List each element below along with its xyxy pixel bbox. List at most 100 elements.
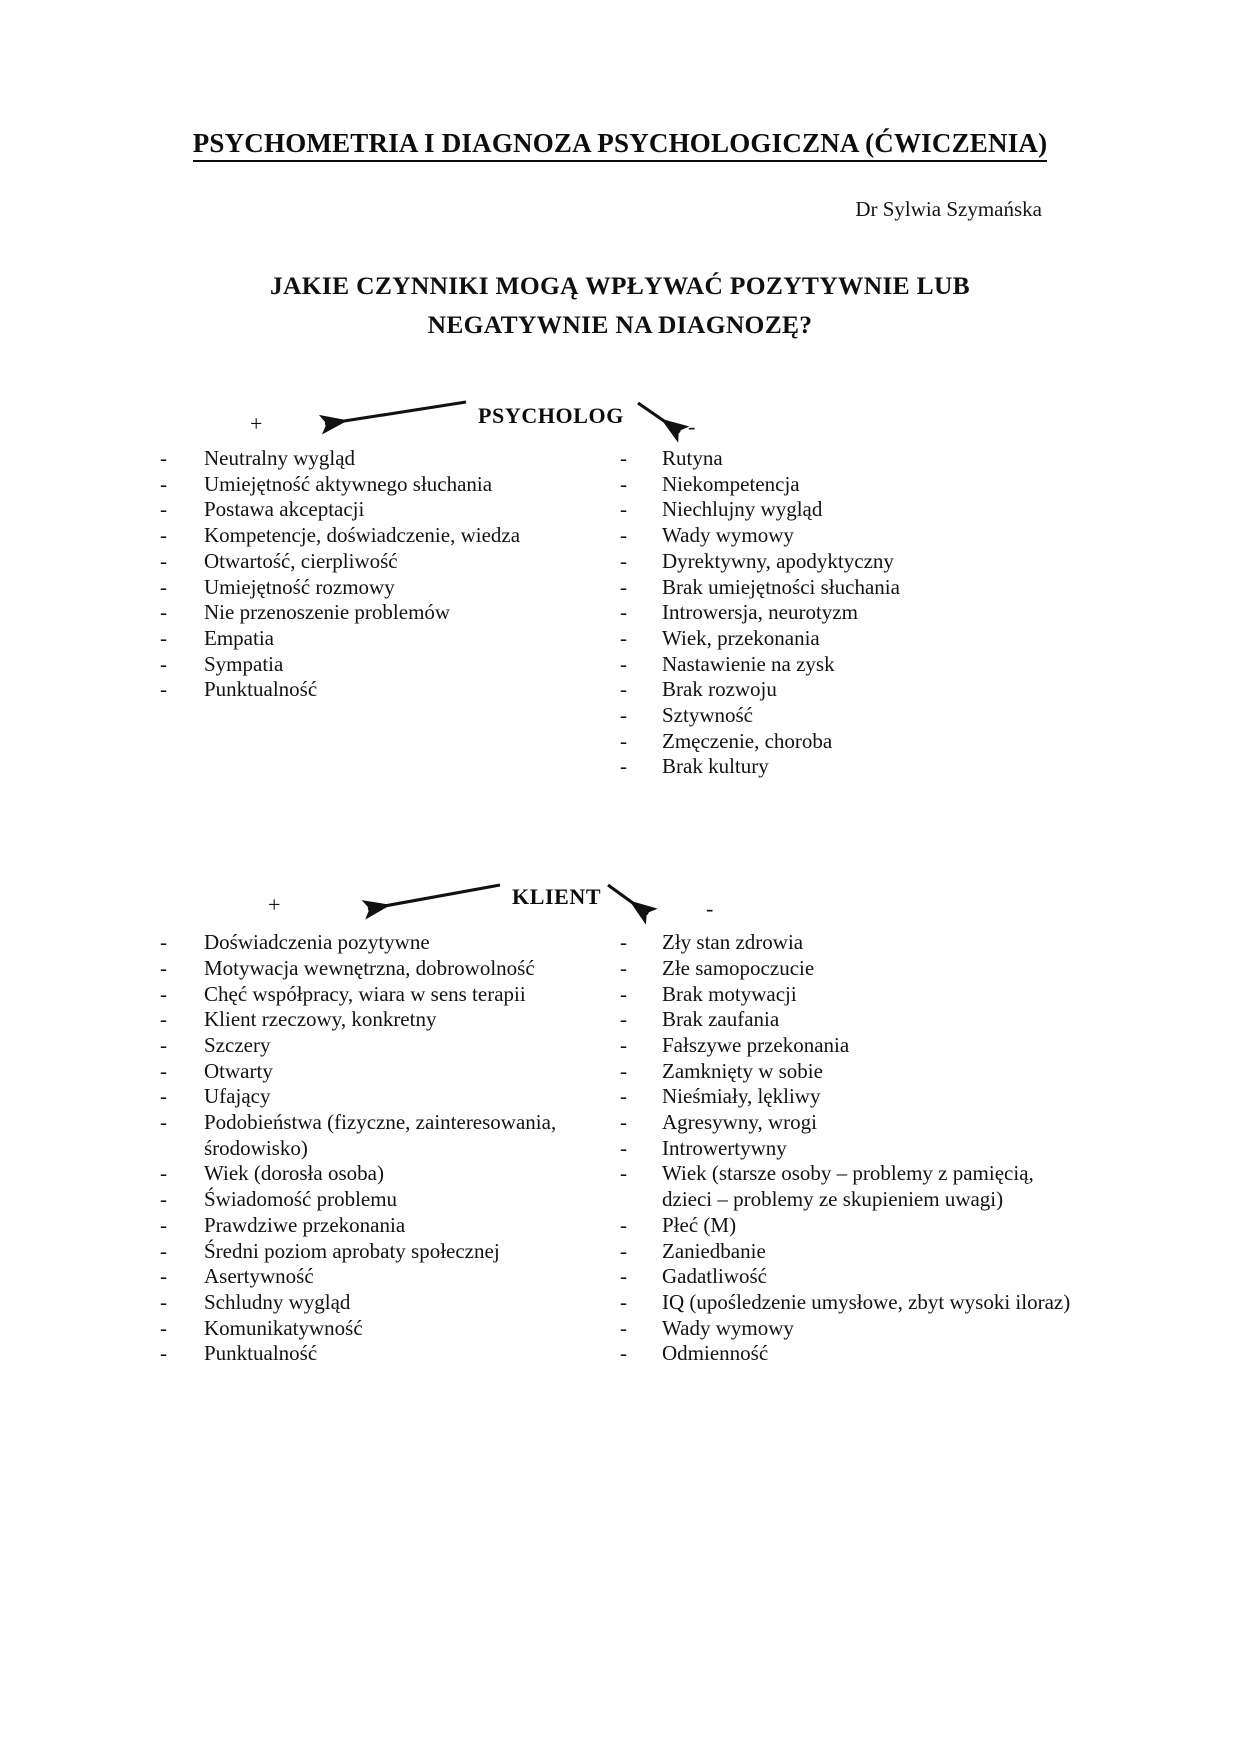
arrow-to-negative-psycholog — [637, 401, 690, 443]
list-item-text: Świadomość problemu — [204, 1187, 398, 1212]
list-item: -Otwarty — [158, 1059, 618, 1085]
bullet-dash: - — [160, 930, 167, 955]
bullet-dash: - — [620, 574, 627, 599]
bullet-dash: - — [620, 728, 627, 753]
bullet-dash: - — [160, 1161, 167, 1186]
list-item-text: Nastawienie na zysk — [662, 651, 835, 676]
bullet-dash: - — [620, 446, 627, 470]
list-item: -Wady wymowy — [618, 1316, 1088, 1342]
list-item-text: Wady wymowy — [662, 1315, 794, 1340]
list-item-text: Zły stan zdrowia — [662, 930, 804, 955]
list-item-text: Wady wymowy — [662, 523, 794, 548]
bullet-dash: - — [620, 1058, 627, 1083]
list-item-text: Kompetencje, doświadczenie, wiedza — [204, 523, 521, 548]
list-item: -Umiejętność rozmowy — [158, 575, 618, 601]
list-item-text: Wiek (starsze osoby – problemy z pamięci… — [662, 1161, 1034, 1212]
list-item-text: Brak zaufania — [662, 1007, 780, 1032]
list-item: - Sympatia — [158, 652, 618, 678]
list-item-text: Asertywność — [204, 1264, 314, 1289]
page-title: PSYCHOMETRIA I DIAGNOZA PSYCHOLOGICZNA (… — [0, 0, 1240, 162]
bullet-dash: - — [160, 1007, 167, 1032]
klient-header-band: + KLIENT - — [0, 872, 1240, 930]
bullet-dash: - — [620, 703, 627, 728]
bullet-dash: - — [620, 677, 627, 702]
bullet-dash: - — [160, 1032, 167, 1057]
list-item: -Dyrektywny, apodyktyczny — [618, 549, 1088, 575]
list-item-text: Brak umiejętności słuchania — [662, 574, 900, 599]
list-item-text: Chęć współpracy, wiara w sens terapii — [204, 981, 526, 1006]
list-item-text: Niekompetencja — [662, 471, 800, 496]
list-item-text: Motywacja wewnętrzna, dobrowolność — [204, 955, 535, 980]
psycholog-columns: -Neutralny wygląd -Umiejętność aktywnego… — [0, 446, 1240, 780]
section-label-klient: KLIENT — [512, 884, 602, 910]
list-item-text: Zamknięty w sobie — [662, 1058, 823, 1083]
bullet-dash: - — [620, 1007, 627, 1032]
list-item: -Podobieństwa (fizyczne, zainteresowania… — [158, 1110, 618, 1161]
list-item: - Sztywność — [618, 703, 1088, 729]
klient-negative-column: -Zły stan zdrowia -Złe samopoczucie -Bra… — [618, 930, 1088, 1367]
positive-marker: + — [250, 411, 263, 436]
bullet-dash: - — [620, 548, 627, 573]
list-item-text: Zmęczenie, choroba — [662, 728, 833, 753]
bullet-dash: - — [620, 981, 627, 1006]
list-item: - Motywacja wewnętrzna, dobrowolność — [158, 956, 618, 982]
list-item-text: Brak kultury — [662, 754, 769, 779]
bullet-dash: - — [620, 930, 627, 955]
negative-marker: - — [706, 896, 714, 922]
list-item: -Niechlujny wygląd — [618, 497, 1088, 523]
list-item-text: Rutyna — [662, 446, 723, 470]
list-item: -Prawdziwe przekonania — [158, 1213, 618, 1239]
list-item: -Punktualność — [158, 677, 618, 703]
list-item: -Punktualność — [158, 1341, 618, 1367]
bullet-dash: - — [620, 1135, 627, 1160]
bullet-dash: - — [620, 1341, 627, 1366]
list-item-text: IQ (upośledzenie umysłowe, zbyt wysoki i… — [662, 1289, 1071, 1314]
bullet-dash: - — [160, 497, 167, 522]
question-line-2: NEGATYWNIE NA DIAGNOZĘ? — [427, 310, 813, 339]
list-item: -Doświadczenia pozytywne — [158, 930, 618, 956]
list-item: - Płeć (M) — [618, 1213, 1088, 1239]
list-item: -Nastawienie na zysk — [618, 652, 1088, 678]
list-item-text: Brak rozwoju — [662, 677, 777, 702]
list-item: -Świadomość problemu — [158, 1187, 618, 1213]
list-item: - Chęć współpracy, wiara w sens terapii — [158, 982, 618, 1008]
list-item: -Złe samopoczucie — [618, 956, 1088, 982]
list-item: - Rutyna — [618, 446, 1088, 472]
bullet-dash: - — [620, 1212, 627, 1237]
bullet-dash: - — [160, 1058, 167, 1083]
bullet-dash: - — [620, 625, 627, 650]
list-item-text: Gadatliwość — [662, 1264, 767, 1289]
bullet-dash: - — [620, 523, 627, 548]
list-item: -Szczery — [158, 1033, 618, 1059]
list-item-text: Sztywność — [662, 703, 753, 728]
bullet-dash: - — [160, 955, 167, 980]
author-line: Dr Sylwia Szymańska — [855, 197, 1042, 221]
bullet-dash: - — [620, 1032, 627, 1057]
psycholog-negative-column: - Rutyna - Niekompetencja -Niechlujny wygl… — [618, 446, 1088, 780]
negative-marker: - — [688, 414, 696, 439]
list-item-text: Płeć (M) — [662, 1212, 737, 1237]
list-item-text: Klient rzeczowy, konkretny — [204, 1007, 437, 1032]
bullet-dash: - — [620, 754, 627, 779]
klient-negative-list: -Zły stan zdrowia -Złe samopoczucie -Bra… — [618, 930, 1088, 1367]
list-item-text: Ufający — [204, 1084, 271, 1109]
bullet-dash: - — [160, 1341, 167, 1366]
bullet-dash: - — [160, 981, 167, 1006]
list-item-text: Introwertywny — [662, 1135, 787, 1160]
list-item: -Odmienność — [618, 1341, 1088, 1367]
bullet-dash: - — [160, 1084, 167, 1109]
bullet-dash: - — [160, 1289, 167, 1314]
list-item-text: Nieśmiały, lękliwy — [662, 1084, 821, 1109]
list-item-text: Sympatia — [204, 651, 284, 676]
bullet-dash: - — [620, 1238, 627, 1263]
list-item: - Brak rozwoju — [618, 677, 1088, 703]
section-klient: + KLIENT - -Doświadczenia pozytywne - Mot… — [0, 780, 1240, 1367]
bullet-dash: - — [160, 471, 167, 496]
list-item-text: Otwartość, cierpliwość — [204, 548, 398, 573]
list-item: -Gadatliwość — [618, 1264, 1088, 1290]
list-item-text: Introwersja, neurotyzm — [662, 600, 858, 625]
bullet-dash: - — [160, 625, 167, 650]
bullet-dash: - — [160, 651, 167, 676]
bullet-dash: - — [160, 677, 167, 702]
list-item: -Brak motywacji — [618, 982, 1088, 1008]
